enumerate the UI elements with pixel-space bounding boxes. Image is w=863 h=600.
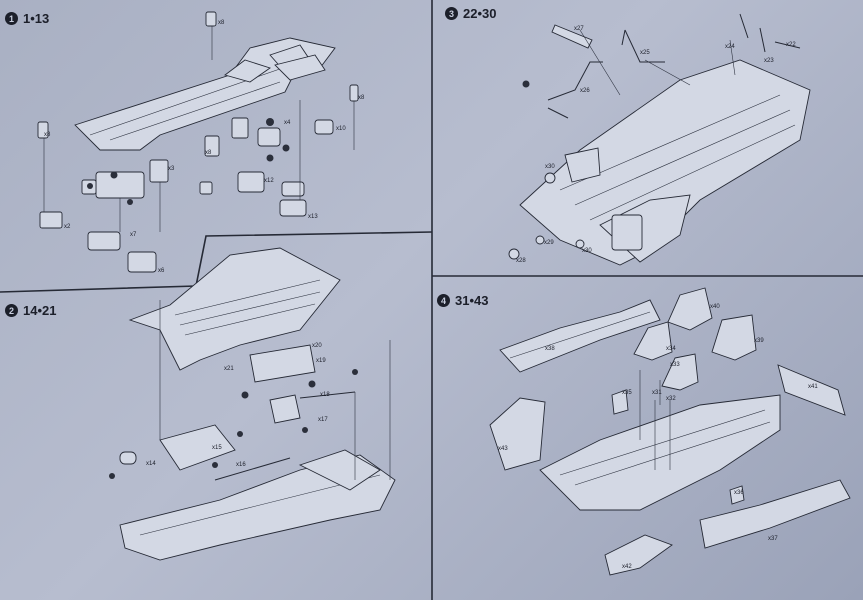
callout: x39 [754,338,764,344]
callout: x15 [212,445,222,451]
callout: x14 [146,461,156,467]
callout: x12 [264,178,274,184]
callout: x36 [734,490,744,496]
callout: x23 [764,58,774,64]
step-1-number: 1 [5,12,18,25]
step-2-number: 2 [5,304,18,317]
step-2-range: 14•21 [23,303,57,318]
callout: x31 [652,390,662,396]
callout: x7 [130,232,137,238]
callout: x25 [640,50,650,56]
callout: x26 [580,88,590,94]
callout: x16 [236,462,246,468]
callout: x27 [574,26,584,32]
callout: x8 [205,150,212,156]
callout: x29 [544,240,554,246]
callout: x28 [516,258,526,264]
step-1-drawing: x8 x8 x8 x10 x8 x4 x7 x12 x13 x6 x2 x3 [37,11,365,274]
step-3-range: 22•30 [463,6,497,21]
callout: x35 [622,390,632,396]
callout: x43 [498,446,508,452]
callout: x34 [666,346,676,352]
step-4-number: 4 [437,294,450,307]
step-1-callouts: x8 x8 x8 x10 x8 x4 x7 x12 x13 x6 x2 x3 [44,20,365,274]
callout: x32 [666,396,676,402]
callout: x42 [622,564,632,570]
callout: x37 [768,536,778,542]
step-3-callouts: x27 x25 x24 x22 x23 x26 x30 x29 x28 x30 [516,26,796,264]
callout: x13 [308,214,318,220]
step-3-number: 3 [445,7,458,20]
callout: x8 [44,132,51,138]
callout: x24 [725,44,735,50]
callout: x10 [336,126,346,132]
step-2-callouts: x20 x19 x21 x18 x17 x16 x15 x14 [146,343,330,468]
callout: x30 [582,248,592,254]
callout: x4 [284,120,291,126]
step-2-drawing: x20 x19 x21 x18 x17 x16 x15 x14 [109,247,396,561]
callout: x2 [64,224,71,230]
callout: x21 [224,366,234,372]
callout: x22 [786,42,796,48]
step-4-callouts: x40 x38 x39 x34 x33 x31 x41 x35 x32 x43 … [498,304,818,570]
callout: x20 [312,343,322,349]
callout: x18 [320,392,330,398]
step-2-header: 2 14•21 [5,303,56,318]
step-3-header: 3 22•30 [445,6,496,21]
callout: x8 [358,95,365,101]
callout: x41 [808,384,818,390]
step-4-drawing: x40 x38 x39 x34 x33 x31 x41 x35 x32 x43 … [489,287,851,576]
callout: x19 [316,358,326,364]
callout: x6 [158,268,165,274]
step-3-drawing: x27 x25 x24 x22 x23 x26 x30 x29 x28 x30 [508,13,811,266]
callout: x38 [545,346,555,352]
callout: x40 [710,304,720,310]
callout: x33 [670,362,680,368]
step-1-range: 1•13 [23,11,50,26]
step-1-header: 1 1•13 [5,11,49,26]
step-4-header: 4 31•43 [437,293,488,308]
callout: x3 [168,166,175,172]
callout: x30 [545,164,555,170]
step-4-range: 31•43 [455,293,489,308]
callout: x8 [218,20,225,26]
callout: x17 [318,417,328,423]
